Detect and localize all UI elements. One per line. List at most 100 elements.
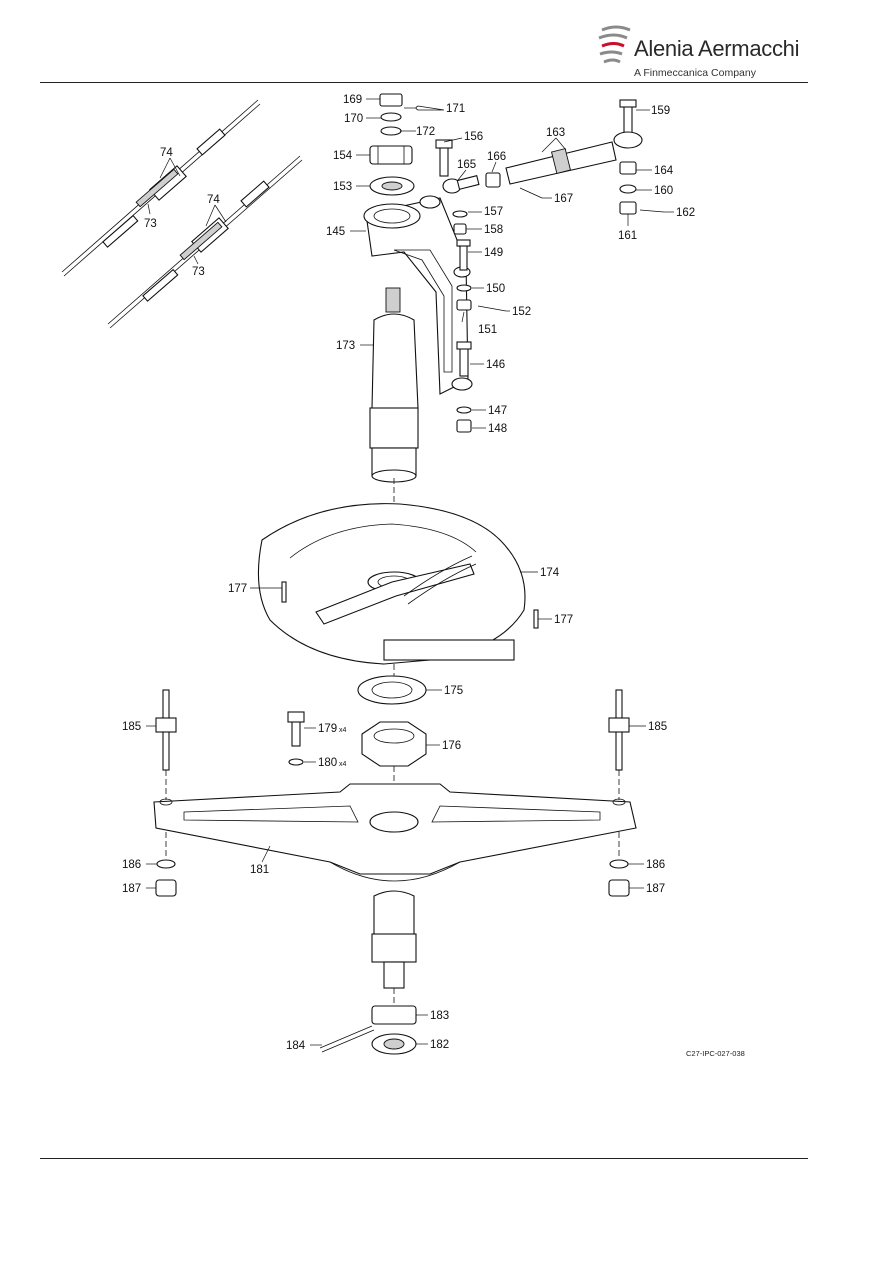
callout-173: 173	[336, 340, 355, 352]
bolt-149	[456, 239, 471, 271]
callout-152: 152	[512, 306, 531, 318]
callout-151: 151	[478, 324, 497, 336]
cotter-pin-152	[477, 305, 507, 312]
callout-148: 148	[488, 423, 507, 435]
callout-147: 147	[488, 405, 507, 417]
callout-160: 160	[654, 185, 673, 197]
callout-185: 185	[648, 721, 667, 733]
callout-154: 154	[333, 150, 353, 162]
callout-187: 187	[646, 883, 665, 895]
cotter-pin-171	[415, 105, 445, 111]
cotter-pin-162	[639, 209, 665, 213]
callout-172: 172	[416, 126, 435, 138]
callout-180-qty: x4	[339, 761, 347, 768]
callout-164: 164	[654, 165, 674, 177]
callout-165: 165	[457, 159, 476, 171]
pin-177-right	[533, 609, 539, 629]
callout-171: 171	[446, 103, 465, 115]
callout-163: 163	[546, 127, 565, 139]
lower-shaft	[371, 890, 417, 989]
nut-148	[456, 419, 472, 433]
nut-183	[371, 1005, 417, 1025]
callout-179-qty: x4	[339, 727, 347, 734]
nut-187-left	[155, 879, 177, 897]
rod-end-165	[442, 175, 480, 194]
callout-184: 184	[286, 1040, 306, 1052]
callout-73: 73	[192, 266, 205, 278]
callout-179: 179	[318, 723, 337, 735]
stud-185-right	[608, 689, 630, 771]
callout-169: 169	[343, 94, 362, 106]
plate-174	[257, 503, 526, 665]
nut-176	[361, 721, 427, 767]
turnbuckle-assembly-upper	[61, 99, 261, 277]
stud-185-left	[155, 689, 177, 771]
washer-172	[380, 126, 402, 136]
pin-177-left	[281, 581, 287, 603]
callout-153: 153	[333, 181, 352, 193]
washer-157	[452, 210, 468, 218]
washer-186-right	[609, 859, 629, 869]
callout-185: 185	[122, 721, 141, 733]
washer-147	[456, 406, 472, 414]
callout-187: 187	[122, 883, 141, 895]
callout-166: 166	[487, 151, 506, 163]
nut-154	[369, 145, 413, 165]
callout-161: 161	[618, 230, 637, 242]
callout-74: 74	[207, 194, 220, 206]
lock-washer-175	[357, 675, 427, 705]
cotter-pin-167	[519, 187, 543, 199]
callout-162: 162	[676, 207, 695, 219]
nut-187-right	[608, 879, 630, 897]
callout-74: 74	[160, 147, 173, 159]
callout-176: 176	[442, 740, 461, 752]
crank-arm-145	[363, 195, 473, 395]
callout-174: 174	[540, 567, 560, 579]
header-rule	[40, 82, 808, 83]
callout-145: 145	[326, 226, 345, 238]
nut-158	[453, 223, 467, 235]
washer-180	[288, 758, 304, 766]
callout-149: 149	[484, 247, 503, 259]
nut-169	[379, 93, 403, 107]
nut-151	[456, 299, 472, 311]
nut-166	[485, 172, 501, 188]
brand-tagline: A Finmeccanica Company	[634, 67, 756, 79]
washer-150	[456, 284, 472, 292]
washer-170	[380, 112, 402, 122]
brand-name: Alenia Aermacchi	[634, 36, 800, 61]
callout-186: 186	[122, 859, 141, 871]
alenia-aermacchi-logo-icon	[598, 25, 631, 64]
nut-161	[619, 201, 637, 215]
bolt-179	[287, 711, 305, 747]
callout-156: 156	[464, 131, 483, 143]
bolt-156	[435, 139, 453, 177]
callout-177: 177	[228, 583, 247, 595]
bearing-153	[369, 176, 415, 196]
bearing-182	[371, 1033, 417, 1055]
callout-180: 180	[318, 757, 337, 769]
callout-170: 170	[344, 113, 363, 125]
figure-reference: C27-IPC-027-038	[686, 1049, 745, 1058]
callout-181: 181	[250, 864, 269, 876]
callout-167: 167	[554, 193, 573, 205]
push-rod-163	[505, 141, 617, 185]
support-beam-181	[153, 783, 637, 882]
callout-182: 182	[430, 1039, 449, 1051]
bolt-146	[456, 341, 472, 377]
callout-157: 157	[484, 206, 503, 218]
callout-150: 150	[486, 283, 505, 295]
callout-177: 177	[554, 614, 573, 626]
footer-rule	[40, 1158, 808, 1159]
column-173	[369, 287, 419, 483]
callout-158: 158	[484, 224, 503, 236]
cotter-pin-184	[319, 1025, 375, 1053]
callout-146: 146	[486, 359, 505, 371]
callout-159: 159	[651, 105, 670, 117]
washer-160	[619, 184, 637, 194]
callout-186: 186	[646, 859, 665, 871]
callout-73: 73	[144, 218, 157, 230]
washer-186-left	[156, 859, 176, 869]
turnbuckle-assembly-lower	[107, 155, 303, 329]
